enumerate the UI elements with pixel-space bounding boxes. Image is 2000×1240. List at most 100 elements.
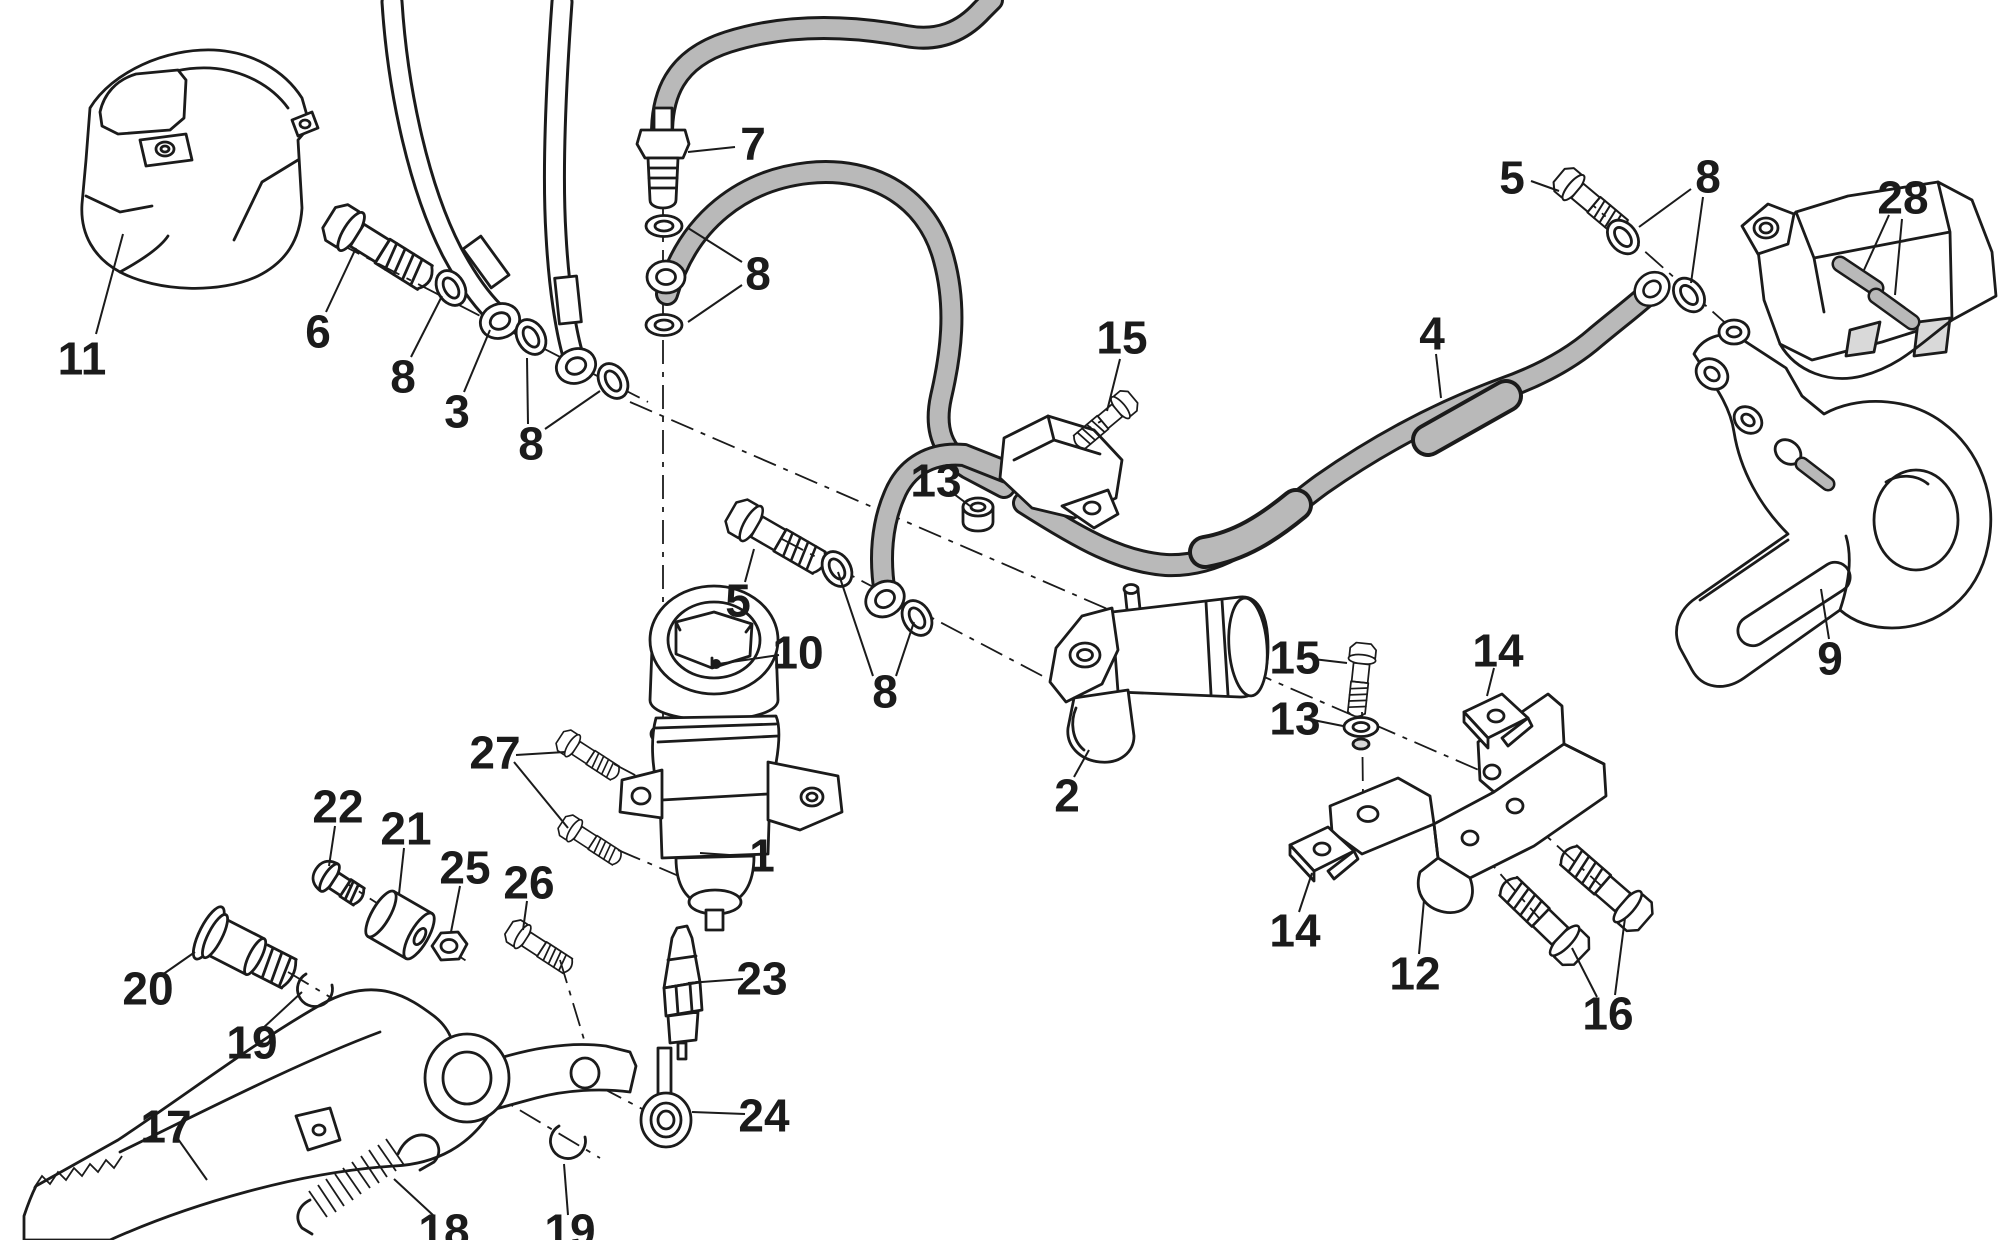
callout-2-17: 2 [1054,770,1080,822]
leader-line-11 [95,233,124,335]
brake-pipe-part-3 [380,0,584,364]
callout-20-32: 20 [122,963,173,1015]
leader-line-8 [1638,188,1692,228]
callout-8-11: 8 [1695,151,1721,203]
callout-12-22: 12 [1389,948,1440,1000]
brake-hose-part-4 [1012,280,1662,578]
banjo-bolt-part-5 [719,493,835,584]
leader-line-4 [1435,353,1442,399]
hose-guide-clamp [998,414,1124,530]
hose-fitting-part-7 [635,106,691,210]
leader-line-8 [1690,196,1704,284]
leader-line-24 [691,1111,746,1115]
leader-line-26 [522,900,528,931]
leader-line-1 [699,852,745,857]
callout-10-14: 10 [772,627,823,679]
bolt-part-16 [1489,867,1597,973]
callout-24-26: 24 [738,1090,790,1142]
return-spring-part-18 [296,1133,441,1236]
leader-line-14 [1486,667,1495,697]
leader-line-28 [1894,218,1903,296]
guard-cover-part-11 [80,48,320,290]
leader-line-17 [177,1138,208,1181]
leader-line-15 [1106,358,1121,412]
leader-line-15 [1312,658,1348,664]
leader-line-9 [1820,588,1830,640]
callout-13-8: 13 [910,455,961,507]
circlip-part-19 [549,1124,587,1160]
leader-line-14 [1298,872,1313,913]
leader-line-21 [398,847,405,895]
leader-dot-10 [711,659,721,669]
screw-part-27 [554,810,628,872]
callout-5-10: 5 [1499,152,1525,204]
washer-part-8 [1665,270,1713,320]
screw-part-27 [552,725,626,787]
washer-part-8 [644,313,684,337]
callout-14-21: 14 [1269,905,1321,957]
callout-14-20: 14 [1472,625,1524,677]
leader-line-8 [544,390,601,430]
bolt-part-15 [1341,641,1379,719]
callout-4-9: 4 [1419,308,1445,360]
nut-part-13 [961,496,995,533]
bolt-part-26 [500,915,579,981]
leader-line-8 [895,621,915,677]
callout-17-34: 17 [140,1101,191,1153]
leader-line-7 [687,146,736,153]
callout-18-35: 18 [418,1205,469,1240]
caliper-carrier-part-9 [1675,333,1993,688]
leader-line-8 [837,571,874,677]
pad-pins-part-28 [1831,255,1921,331]
circlip-part-19 [296,972,334,1008]
leader-line-8 [687,284,743,323]
callout-22-28: 22 [312,781,363,833]
leader-line-27 [513,761,569,829]
leader-line-5 [1530,180,1560,192]
callout-1-24: 1 [749,830,775,882]
callout-23-25: 23 [736,953,787,1005]
leader-line-22 [328,825,336,867]
callout-8-6: 8 [745,248,771,300]
nut-part-25 [430,930,469,962]
leader-line-19 [563,1163,569,1216]
washer-part-8 [1599,212,1647,262]
callout-5-15: 5 [725,575,751,627]
leader-line-6 [325,247,357,313]
leader-line-12 [1418,899,1425,955]
roller-part-21 [364,889,436,961]
leader-line-25 [450,885,461,933]
brake-hose-upper-part-7-line [650,0,1004,164]
leader-line-13 [949,490,971,507]
leader-line-23 [687,978,744,984]
banjo-eye-under-7 [645,259,687,295]
leader-line-5 [744,548,755,583]
pivot-pin-part-20 [191,905,298,990]
leader-line-13 [1312,719,1344,727]
callout-13-19: 13 [1269,693,1320,745]
callout-28-12: 28 [1877,172,1928,224]
leader-line-18 [393,1178,435,1217]
leader-line-16 [1571,947,1598,998]
callout-8-16: 8 [872,666,898,718]
brake-hose-loop [655,160,1019,606]
washer-part-13 [1342,716,1380,751]
callout-15-18: 15 [1269,632,1320,684]
leader-line-3 [463,329,491,393]
screw-part-22 [305,854,372,914]
bolt-part-16 [1550,835,1660,939]
leader-line-19 [261,991,303,1030]
banjo-bolt-part-6 [316,197,443,301]
leader-line-8 [410,295,443,358]
callout-27-27: 27 [469,727,520,779]
leader-line-10 [717,654,780,665]
rod-end-part-24 [639,1046,693,1149]
callout-8-4: 8 [518,418,544,470]
callout-21-29: 21 [380,803,431,855]
callout-11-0: 11 [58,333,107,385]
washer-part-8 [644,214,684,238]
washer-part-8 [590,356,636,406]
